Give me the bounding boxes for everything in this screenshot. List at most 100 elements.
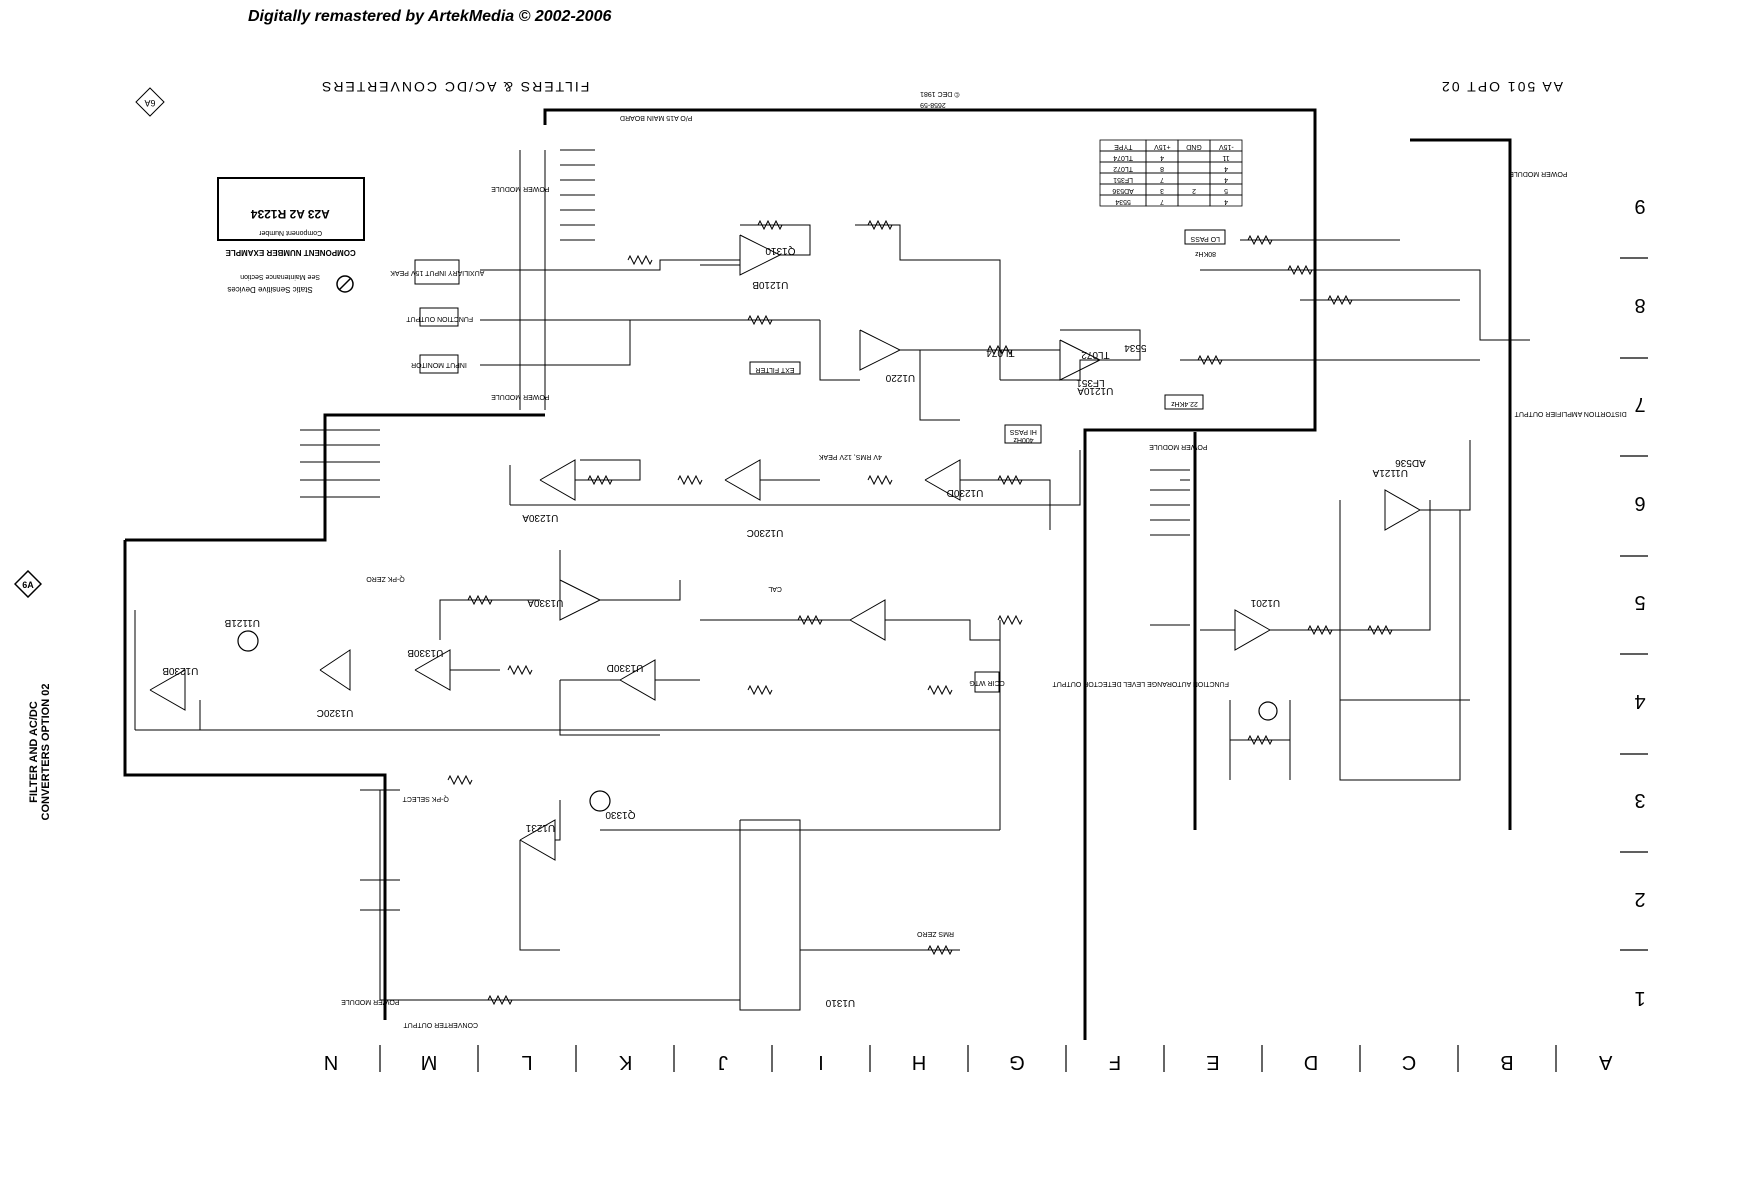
component-label: U1230D <box>947 487 984 498</box>
static-note: Static Sensitive Devices <box>227 285 312 294</box>
zone-number: 9 <box>1634 195 1645 217</box>
banner-title: Digitally remastered by ArtekMedia © 200… <box>248 8 612 25</box>
zone-letter: G <box>1009 1051 1025 1073</box>
resistor-symbol <box>1307 624 1333 636</box>
resistor-symbol <box>627 254 653 266</box>
type-table-value: 7 <box>1160 198 1164 205</box>
transistor-symbols <box>237 630 1278 812</box>
resistor-symbol <box>1247 234 1273 246</box>
title-right: AA 501 OPT 02 <box>1440 79 1563 95</box>
vr1021-symbol <box>1258 701 1278 721</box>
component-label: TL072 <box>1081 349 1110 360</box>
resistor-symbol <box>1327 294 1353 306</box>
resistor-symbol <box>997 614 1023 626</box>
component-label: U1330A <box>527 597 563 608</box>
component-label: U1201 <box>1250 597 1280 608</box>
q1330-symbol <box>237 630 259 652</box>
static-sensitive-icon <box>336 275 354 293</box>
zone-number: 1 <box>1634 987 1645 1009</box>
type-table-value: 11 <box>1222 154 1229 161</box>
annotation-labels: LO PASS 80KHz HI PASS 400Hz 22.4KHz EXT … <box>341 170 1627 1028</box>
component-label: U1230A <box>522 512 558 523</box>
resistor-symbol <box>757 219 783 231</box>
zone-letter: D <box>1304 1051 1318 1073</box>
zone-number: 6 <box>1634 492 1645 514</box>
type-table-value: 7 <box>1160 176 1164 183</box>
function-output-2-label: FUNCTION AUTORANGE LEVEL DETECTOR OUTPUT <box>1052 680 1229 687</box>
q1310-symbol <box>589 790 611 812</box>
main-board-outline <box>543 108 1317 1040</box>
zone-number: 5 <box>1634 591 1645 613</box>
power-module-label-1: POWER MODULE <box>341 998 400 1005</box>
type-table-value: TL074 <box>1113 154 1133 161</box>
freq-22khz-label: 22.4KHz <box>1171 400 1198 407</box>
converter-output-label: CONVERTER OUTPUT <box>403 1021 478 1028</box>
component-label: Q1310 <box>765 245 795 256</box>
freq-400hz-label: 400Hz <box>1013 436 1034 443</box>
component-label: U1320C <box>317 707 354 718</box>
component-label: U1210A <box>1077 385 1113 396</box>
type-table-value: 5 <box>1224 187 1228 194</box>
type-table-value: 5534 <box>1115 198 1131 205</box>
q-pk-zero-label: Q-PK ZERO <box>366 575 405 582</box>
type-table-value: 4 <box>1224 176 1228 183</box>
resistor-symbols <box>447 219 1393 1006</box>
component-label: U1121B <box>224 617 260 628</box>
type-table-header: TYPE <box>1114 143 1133 150</box>
zone-number: 2 <box>1634 888 1645 910</box>
component-label: U1330D <box>607 662 644 673</box>
resistor-symbol <box>797 614 823 626</box>
board-outline-left <box>123 540 387 1020</box>
resistor-symbol <box>1287 264 1313 276</box>
zone-letter: C <box>1402 1051 1416 1073</box>
distortion-output-label: DISTORTION AMPLIFIER OUTPUT <box>1514 410 1627 417</box>
side-label: 6A FILTER AND AC/DC CONVERTERS OPTION 02 <box>14 570 52 840</box>
header-badge: 6A <box>135 87 165 117</box>
function-output-label: FUNCTION OUTPUT <box>406 315 474 322</box>
component-label: U1310 <box>825 997 855 1008</box>
title-left: FILTERS & AC/DC CONVERTERS <box>320 79 589 95</box>
type-table-value: 3 <box>1160 187 1164 194</box>
power-module-label-3: POWER MODULE <box>491 393 550 400</box>
resistor-symbol <box>987 344 1013 356</box>
type-table-cell <box>1209 194 1243 207</box>
maintenance-note: See Maintenance Section <box>240 273 320 280</box>
component-label: 5534 <box>1124 342 1147 353</box>
power-module-label-5: POWER MODULE <box>1509 170 1568 177</box>
resistor-symbol <box>1197 354 1223 366</box>
zone-number: 8 <box>1634 294 1645 316</box>
type-table-cell <box>1177 194 1211 207</box>
component-number-caption: Component Number <box>258 229 322 236</box>
type-table-value: 4 <box>1224 165 1228 172</box>
component-label: TL074 <box>986 347 1015 358</box>
component-label: U1230C <box>747 527 784 538</box>
header-date: © DEC 1981 <box>920 90 960 98</box>
component-label: U1330B <box>407 647 443 658</box>
resistor-symbol <box>467 594 493 606</box>
type-table-cell <box>1177 161 1211 174</box>
component-label: AD536 <box>1395 457 1426 468</box>
resistor-symbol <box>587 474 613 486</box>
type-table-value: LF351 <box>1113 176 1133 183</box>
component-labels: U1210BU1210AU1220U1230AU1230CU1230DU1230… <box>162 245 1426 1008</box>
component-example-box <box>217 177 365 241</box>
power-module-label-4: POWER MODULE <box>1149 443 1208 450</box>
zone-number: 3 <box>1634 789 1645 811</box>
board-outline-top-left <box>125 413 545 542</box>
board-outline-right <box>1410 138 1512 830</box>
power-module-label-2: POWER MODULE <box>491 185 550 192</box>
resistor-symbol <box>507 664 533 676</box>
ccir-wtg-label: CCIR WTG <box>969 679 1004 686</box>
rms-peak-label: 4V RMS, 12V PEAK <box>818 453 881 460</box>
component-label: U1121A <box>1372 467 1408 478</box>
zone-letter: K <box>618 1051 632 1073</box>
type-table-header: -15V <box>1219 143 1234 150</box>
component-label: U1231 <box>525 822 555 833</box>
zone-ruler <box>379 257 1648 1072</box>
sidebar-diamond-icon: 6A <box>14 570 42 598</box>
type-table-value: 4 <box>1160 154 1164 161</box>
component-example-value: A23 A2 R1234 <box>251 207 330 221</box>
